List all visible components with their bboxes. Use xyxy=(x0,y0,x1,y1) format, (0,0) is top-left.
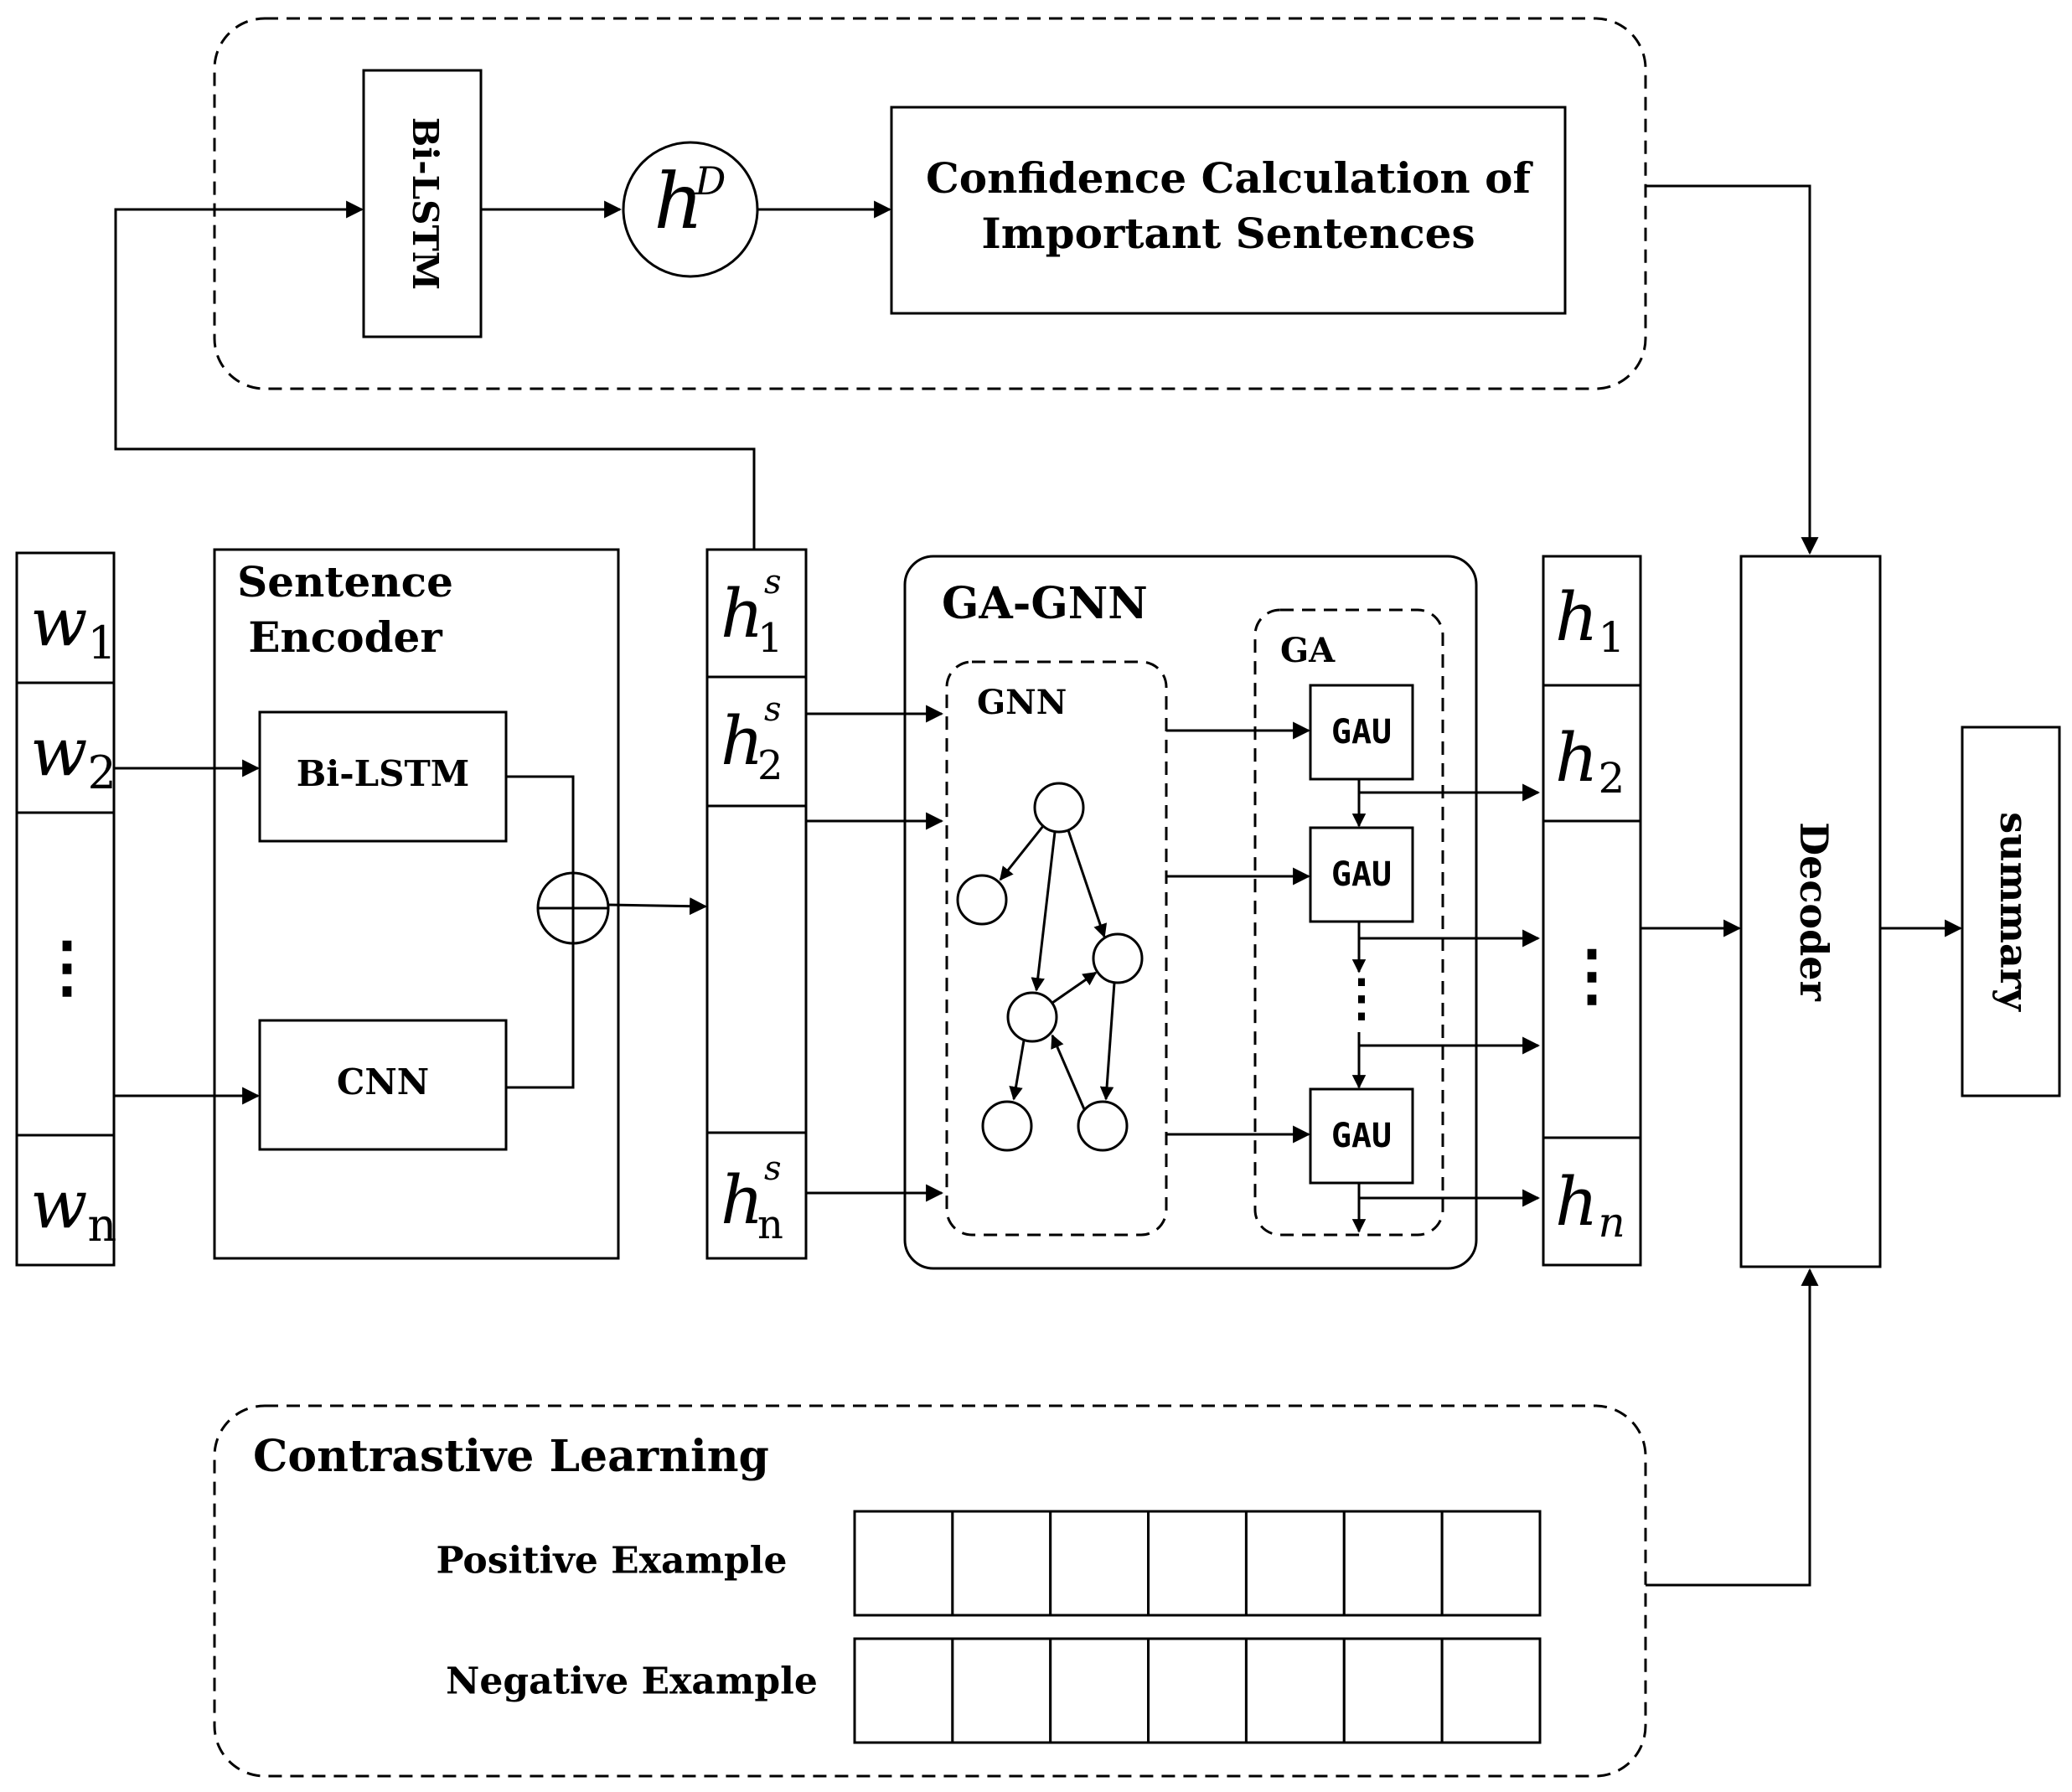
graph-edge xyxy=(999,825,1045,881)
arrow-h1s-to-top-bilstm xyxy=(114,200,756,550)
positive-example-cell xyxy=(951,1510,1052,1617)
svg-text:s: s xyxy=(764,690,782,729)
negative-example-cell xyxy=(1244,1637,1346,1744)
confidence-label-line1: Confidence Calculation of xyxy=(926,153,1534,203)
line-cnn-to-concat xyxy=(506,943,575,1089)
sentence-state-h2s: h s 2 xyxy=(721,690,783,789)
graph-edge xyxy=(1009,1040,1026,1101)
positive-example-cells xyxy=(853,1510,1542,1617)
negative-example-cell xyxy=(853,1637,954,1744)
svg-text:h: h xyxy=(721,1161,764,1239)
contrastive-title: Contrastive Learning xyxy=(253,1431,769,1482)
graph-node xyxy=(1077,1100,1129,1152)
decoder-box xyxy=(1739,555,1882,1268)
ga-gnn-title: GA-GNN xyxy=(942,578,1148,629)
gau-box-3 xyxy=(1309,1087,1414,1185)
graph-edge xyxy=(1067,829,1108,938)
sentence-state-column xyxy=(705,548,808,1260)
gnn-title: GNN xyxy=(977,683,1067,722)
encoder-bilstm-box xyxy=(258,710,508,843)
positive-example-cell xyxy=(853,1510,954,1617)
word-column xyxy=(15,551,116,1267)
gau-box-2 xyxy=(1309,826,1414,923)
top-bilstm-box xyxy=(362,69,483,338)
encoder-cnn-label: CNN xyxy=(337,1061,429,1103)
svg-text:2: 2 xyxy=(757,742,783,789)
hidden-dots: ⋮ xyxy=(1558,935,1625,1014)
positive-example-cell xyxy=(1244,1510,1346,1617)
negative-example-cell xyxy=(1440,1637,1542,1744)
svg-text:h: h xyxy=(721,702,764,780)
confidence-label-line2: Important Sentences xyxy=(981,209,1475,258)
graph-node xyxy=(956,874,1008,926)
top-bilstm-label: Bi-LSTM xyxy=(405,117,446,291)
contrastive-container xyxy=(213,1404,1647,1778)
arrow-confidence-to-decoder xyxy=(1646,184,1819,555)
sentence-encoder-title-line2: Encoder xyxy=(248,612,442,662)
positive-example-cell xyxy=(1147,1510,1248,1617)
hidden-state-column xyxy=(1542,555,1642,1267)
top-module-container xyxy=(213,17,1647,390)
positive-example-cell xyxy=(1049,1510,1150,1617)
svg-text:h: h xyxy=(721,575,764,653)
negative-example-cell xyxy=(951,1637,1052,1744)
negative-example-label: Negative Example xyxy=(446,1660,818,1703)
graph-edge xyxy=(1051,1034,1086,1110)
decoder-label: Decoder xyxy=(1791,822,1837,1001)
svg-text:s: s xyxy=(764,1149,782,1188)
graph-edge xyxy=(1099,982,1116,1101)
document-state-sup: D xyxy=(695,158,726,204)
summary-box xyxy=(1961,726,2061,1097)
arrow-contrastive-to-decoder xyxy=(1646,1268,1819,1587)
gau-label-2: GAU xyxy=(1331,855,1392,894)
line-bilstm-to-concat xyxy=(506,775,575,873)
graph-node xyxy=(1006,991,1058,1043)
negative-example-cells xyxy=(853,1637,1542,1744)
sentence-state-h1s: h s 1 xyxy=(721,563,783,662)
graph-node xyxy=(1092,932,1144,984)
negative-example-cell xyxy=(1049,1637,1150,1744)
hidden-h2: h2 xyxy=(1555,719,1625,803)
ga-title: GA xyxy=(1280,631,1336,670)
positive-example-cell xyxy=(1342,1510,1444,1617)
document-state-label: h xyxy=(654,157,703,246)
graph-edge xyxy=(1031,831,1057,992)
graph-edge xyxy=(1052,971,1098,1004)
gau-box-1 xyxy=(1309,684,1414,781)
negative-example-cell xyxy=(1147,1637,1248,1744)
ga-container xyxy=(1253,608,1444,1237)
encoder-bilstm-label: Bi-LSTM xyxy=(297,753,470,794)
positive-example-label: Positive Example xyxy=(437,1540,788,1583)
gau-dots: ⋮ xyxy=(1336,969,1387,1028)
word-dots: ⋮ xyxy=(34,927,101,1005)
svg-text:1: 1 xyxy=(757,615,783,662)
sentence-state-hns: h s n xyxy=(721,1149,783,1248)
negative-example-cell xyxy=(1342,1637,1444,1744)
encoder-cnn-box xyxy=(258,1019,508,1151)
svg-text:s: s xyxy=(764,563,782,602)
graph-node xyxy=(1033,782,1085,834)
graph-node xyxy=(981,1100,1033,1152)
positive-example-cell xyxy=(1440,1510,1542,1617)
hidden-hn: hn xyxy=(1555,1163,1625,1247)
sentence-encoder-title-line1: Sentence xyxy=(237,557,453,607)
confidence-box xyxy=(890,106,1567,315)
summary-label: summary xyxy=(1992,812,2037,1012)
arrow-concat-to-sentence-states xyxy=(607,897,708,916)
gau-label-3: GAU xyxy=(1331,1117,1392,1155)
gau-label-1: GAU xyxy=(1331,713,1392,751)
concat-operator-icon xyxy=(536,871,610,945)
word-w2: w2 xyxy=(30,713,116,799)
svg-text:n: n xyxy=(757,1201,783,1248)
hidden-h1: h1 xyxy=(1555,578,1625,662)
gnn-container xyxy=(945,660,1168,1237)
word-w1: w1 xyxy=(30,583,116,669)
word-wn: wn xyxy=(30,1165,116,1252)
